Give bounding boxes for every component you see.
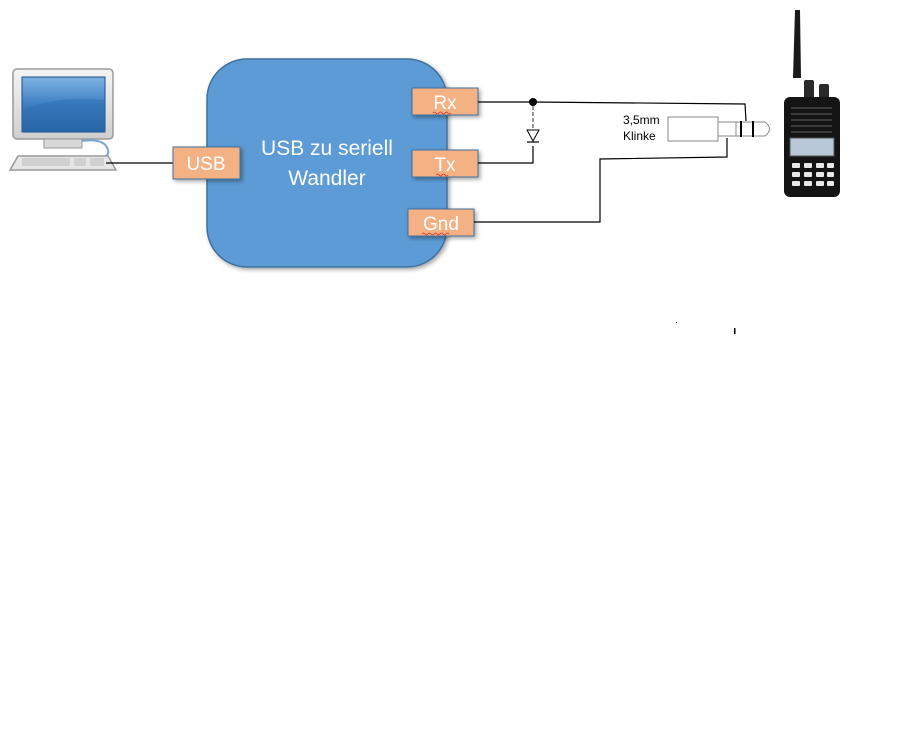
converter-title-line2: Wandler — [288, 167, 365, 190]
stray-tick — [734, 328, 736, 334]
gnd-port-label: Gnd — [423, 214, 459, 235]
tx-port-label: Tx — [434, 155, 456, 176]
audio-jack-icon — [667, 116, 770, 142]
rx-port-label: Rx — [433, 93, 457, 114]
tx-wire — [478, 146, 534, 164]
usb-port-label: USB — [186, 154, 225, 175]
gnd-port: Gnd — [407, 208, 475, 237]
wires — [474, 101, 747, 223]
usb-port: USB — [172, 146, 241, 180]
gnd-wire — [474, 138, 728, 223]
converter-title-line1: USB zu seriell — [261, 137, 393, 160]
stray-dot — [676, 322, 677, 323]
computer-icon — [8, 68, 118, 171]
jack-label-line1: 3,5mm — [623, 113, 660, 127]
tx-port: Tx — [411, 149, 479, 178]
rx-port: Rx — [411, 87, 479, 116]
jack-label-line2: Klinke — [623, 129, 656, 143]
junction-dot — [529, 98, 537, 106]
rx-wire — [478, 101, 747, 122]
radio-icon — [784, 10, 840, 197]
diode-icon — [526, 106, 540, 143]
